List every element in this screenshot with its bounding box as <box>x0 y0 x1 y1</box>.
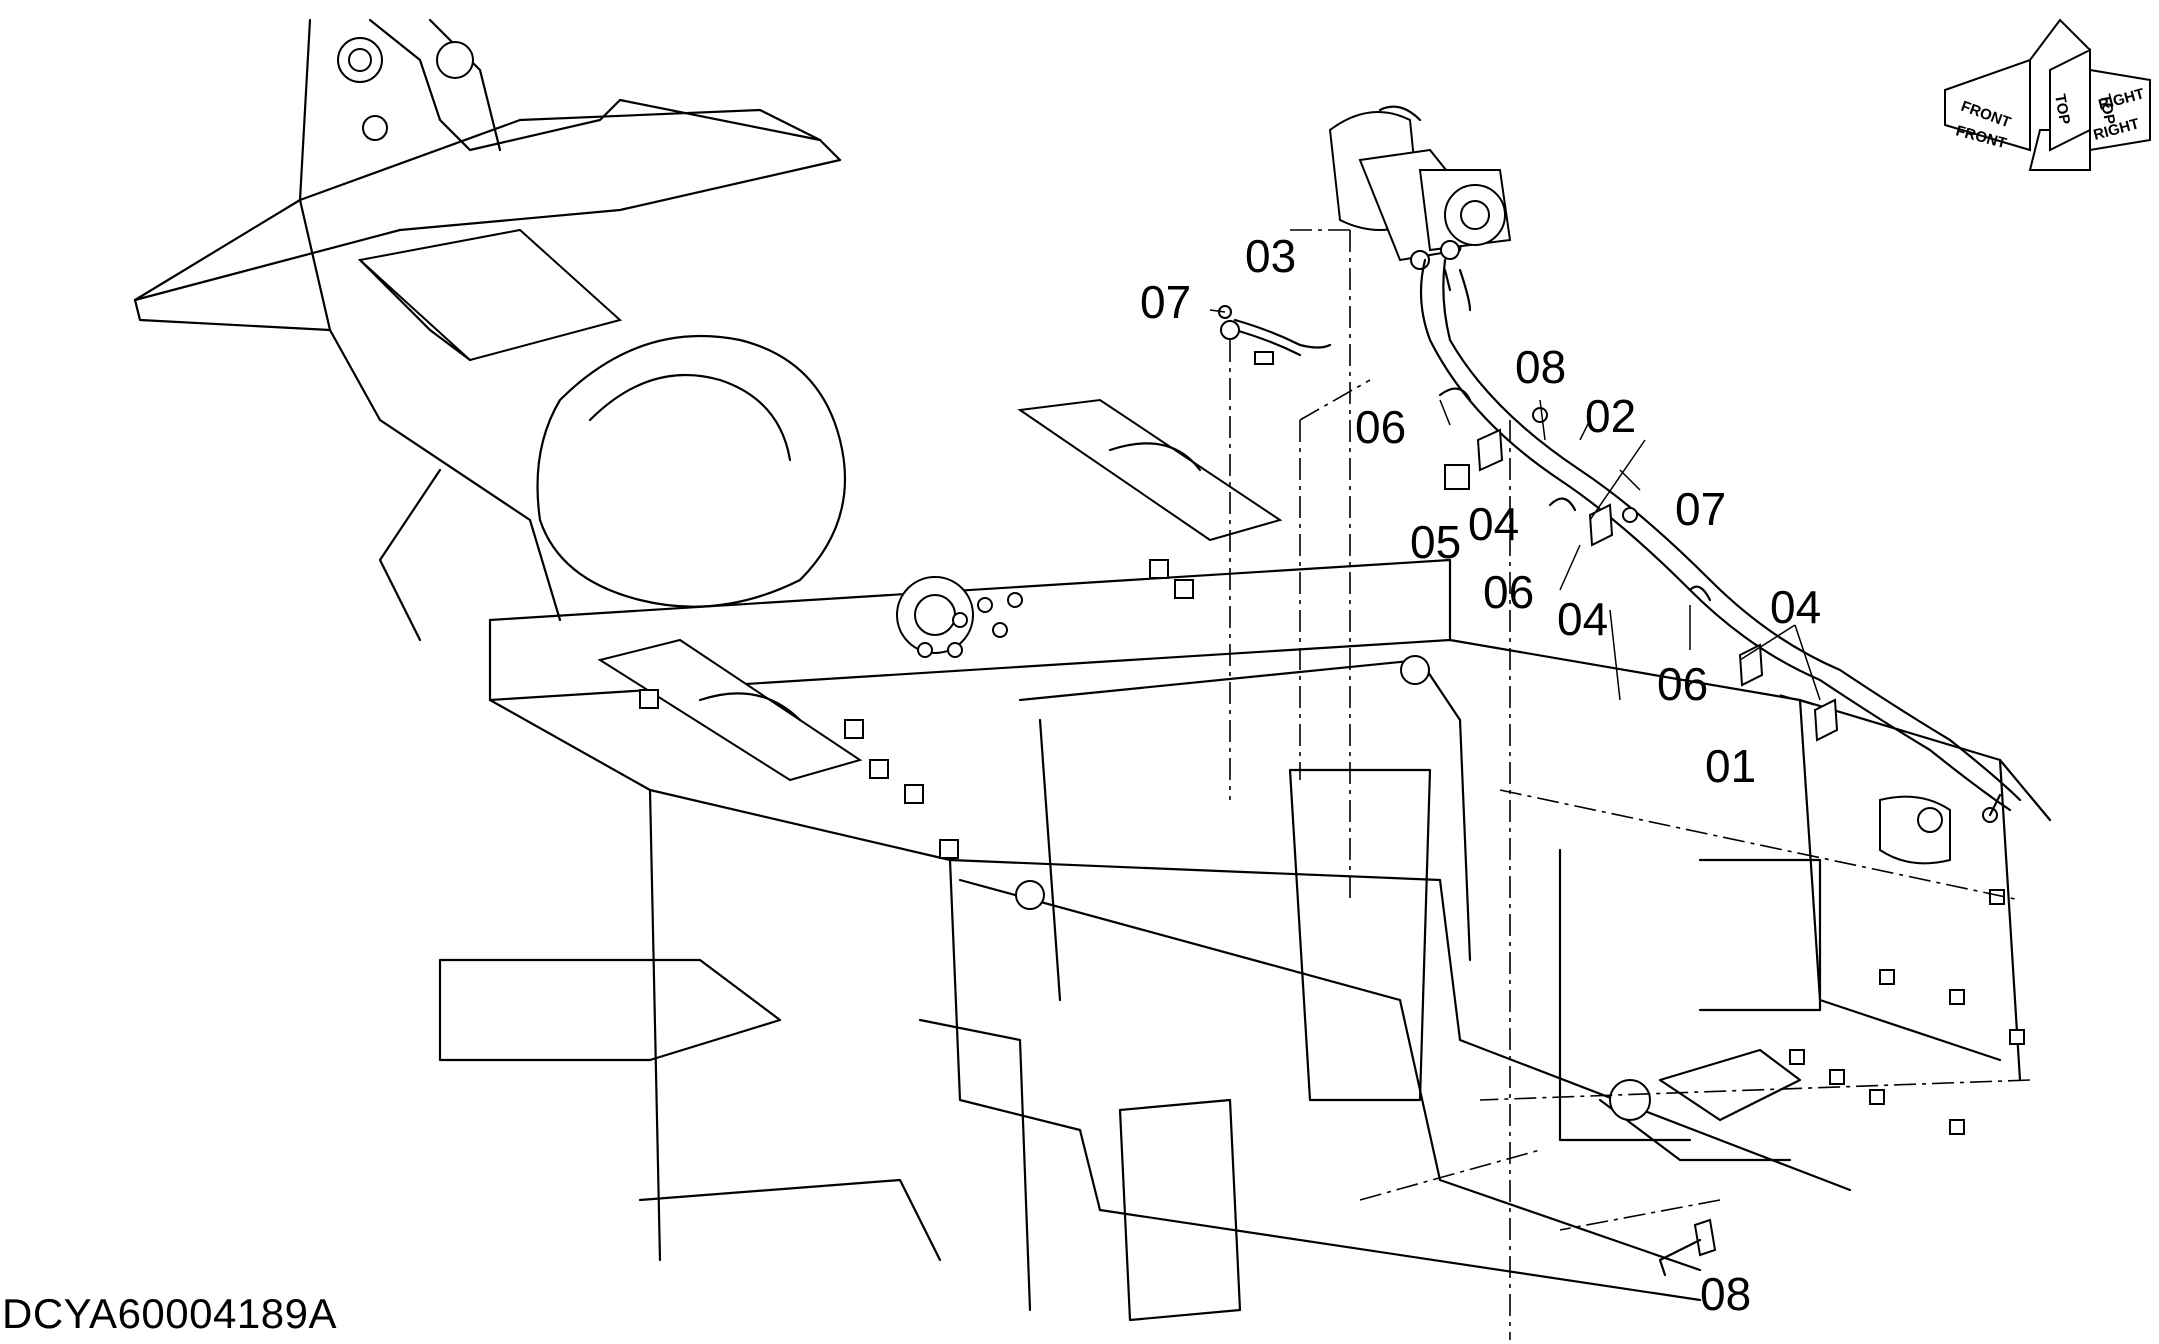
callout-02: 02 <box>1585 390 1636 442</box>
callout-06: 06 <box>1483 566 1534 618</box>
bolt-08-lower <box>1658 1218 1717 1277</box>
callout-06: 06 <box>1657 658 1708 710</box>
diagram-id: DCYA60004189A <box>2 1290 337 1337</box>
callout-05: 05 <box>1410 516 1461 568</box>
callout-08: 08 <box>1700 1268 1751 1320</box>
boom-structure <box>133 18 847 642</box>
leader-lines <box>1229 229 2031 1340</box>
switch-assembly <box>1328 105 1512 270</box>
callout-01: 01 <box>1705 740 1756 792</box>
indicator-label-top-1: TOP <box>2051 93 2073 126</box>
orientation-indicator: FRONT TOP TOP RIGHT FRONT RIGHT <box>1944 18 2151 171</box>
clamps <box>1438 387 1839 742</box>
cable-03 <box>1218 305 1332 365</box>
callout-04: 04 <box>1557 593 1608 645</box>
bolt-heads <box>639 559 2025 1135</box>
callout-07: 07 <box>1675 483 1726 535</box>
callout-04: 04 <box>1770 581 1821 633</box>
brackets <box>597 398 1283 782</box>
callout-labels: 07 03 08 02 06 05 04 07 06 04 04 06 01 0… <box>1140 230 1821 1320</box>
chassis-frame <box>438 435 2052 1322</box>
callout-leaders <box>1209 309 1821 706</box>
callout-03: 03 <box>1245 230 1296 282</box>
callout-04: 04 <box>1468 498 1519 550</box>
callout-08: 08 <box>1515 341 1566 393</box>
callout-07: 07 <box>1140 276 1191 328</box>
indicator-label-top-2: TOP <box>2096 93 2118 126</box>
callout-06: 06 <box>1355 401 1406 453</box>
